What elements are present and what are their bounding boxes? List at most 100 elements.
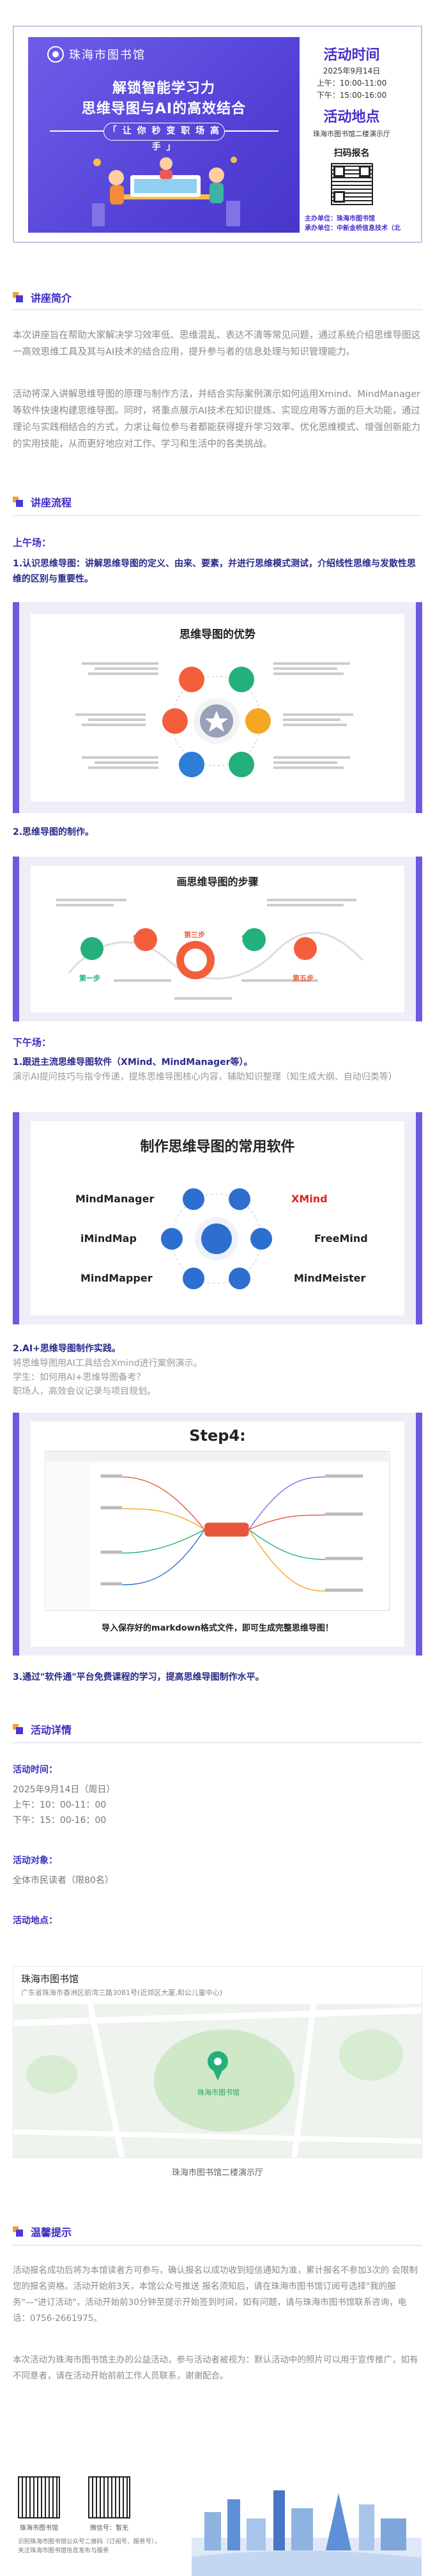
slogan-left-line bbox=[50, 130, 103, 132]
activity-morning: 上午：10:00-11:00 bbox=[316, 79, 387, 88]
signup-label: 扫码报名 bbox=[333, 148, 370, 159]
section-header-flow: 讲座流程 bbox=[13, 492, 72, 511]
slogan-right-line bbox=[225, 130, 279, 132]
detail-pm: 下午：15：00-16：00 bbox=[13, 1815, 107, 1826]
intro-paragraph-2: 活动将深入讲解思维导图的原理与制作方法，并结合实际案例演示如何运用Xmind、M… bbox=[13, 389, 420, 449]
map-graphic bbox=[13, 2004, 422, 2157]
step-1-label: 第一步 bbox=[79, 974, 100, 982]
section-divider bbox=[13, 309, 422, 310]
detail-audience-label: 活动对象： bbox=[13, 1856, 57, 1866]
slide-title: 画思维导图的步骤 bbox=[176, 876, 259, 888]
section-bullet-icon bbox=[13, 292, 23, 302]
advantages-diagram bbox=[75, 662, 353, 777]
signup-qr-code[interactable] bbox=[330, 163, 373, 205]
map-view[interactable]: 珠海市图书馆 bbox=[13, 2004, 422, 2157]
map-place-name: 珠海市图书馆 bbox=[21, 1973, 79, 1985]
detail-place-label: 活动地点： bbox=[13, 1916, 57, 1926]
detail-time-label: 活动时间： bbox=[13, 1765, 57, 1775]
pm-item-2-line-3: 职场人，高效会议记录与项目规划。 bbox=[13, 1386, 156, 1397]
section-bullet-icon bbox=[13, 2226, 23, 2237]
footer-qr-1[interactable] bbox=[18, 2476, 60, 2518]
map-pin-label: 珠海市图书馆 bbox=[197, 2088, 240, 2097]
slide-advantages: 思维导图的优势 bbox=[13, 602, 422, 813]
slide4-caption: 导入保存好的markdown格式文件，即可生成完整思维导图！ bbox=[102, 1624, 333, 1633]
map-caption: 珠海市图书馆二楼演示厅 bbox=[171, 2168, 263, 2178]
section-bullet-icon bbox=[13, 1724, 23, 1734]
step-3-label: 第三步 bbox=[184, 931, 205, 939]
location-map-card[interactable]: 珠海市图书馆 广东省珠海市香洲区前湾三路3081号(近郊区大厦,和公儿童中心) … bbox=[13, 1966, 422, 2158]
section-title: 讲座简介 bbox=[31, 292, 72, 304]
organizer: 主办单位：珠海市图书馆 承办单位：中新金桥信息技术（北京）有限公司 bbox=[305, 214, 404, 233]
software-diagram bbox=[161, 1188, 272, 1289]
activity-afternoon: 下午：15:00-16:00 bbox=[316, 91, 387, 100]
am-item-2: 2.思维导图的制作。 bbox=[13, 827, 95, 837]
pm-session-label: 下午场： bbox=[13, 1037, 52, 1048]
section-header-intro: 讲座简介 bbox=[13, 288, 72, 307]
organizer-text: 主办单位：珠海市图书馆 bbox=[305, 215, 375, 222]
software-xmind: XMind bbox=[291, 1193, 328, 1205]
co-organizer-text: 中新金桥信息技术（北京）有限公司 bbox=[337, 225, 401, 232]
banner-slogan: 「 让 你 秒 变 职 场 高 手 」 bbox=[103, 123, 225, 152]
banner-left-panel: 珠海市图书馆 解锁智能学习力 思维导图与AI的高效结合 「 让 你 秒 变 职 … bbox=[28, 37, 300, 233]
section-title: 活动详情 bbox=[31, 1724, 72, 1736]
slide-content: 画思维导图的步骤 第一步 第二步 第三步 第四步 第五步 bbox=[31, 865, 404, 1013]
slide-content: Step4: bbox=[31, 1422, 404, 1647]
mindmap-screenshot bbox=[45, 1451, 390, 1611]
software-mindmeister: MindMeister bbox=[294, 1272, 366, 1284]
banner-illustration bbox=[92, 157, 240, 226]
slide-content: 思维导图的优势 bbox=[31, 614, 404, 802]
banner-poster: 珠海市图书馆 解锁智能学习力 思维导图与AI的高效结合 「 让 你 秒 变 职 … bbox=[28, 37, 404, 233]
software-imindmap: iMindMap bbox=[80, 1232, 137, 1245]
pm-item-1-text: 演示AI提问技巧与指令传递，提炼思维导图核心内容，辅助知识整理（知生成大纲、自动… bbox=[13, 1072, 397, 1082]
section-divider bbox=[13, 2245, 422, 2246]
slide-step4: Step4: bbox=[13, 1413, 422, 1656]
section-divider bbox=[13, 515, 422, 516]
map-address: 广东省珠海市香洲区前湾三路3081号(近郊区大厦,和公儿童中心) bbox=[21, 1989, 223, 1997]
intro-paragraph-1: 本次讲座旨在帮助大家解决学习效率低、思维混乱、表达不清等常见问题，通过系统介绍思… bbox=[13, 330, 420, 357]
banner-title-line2: 思维导图与AI的高效结合 bbox=[81, 101, 247, 117]
slide-content: 制作思维导图的常用软件 MindManager XMind iMindMap F… bbox=[31, 1121, 404, 1315]
am-session-label: 上午场： bbox=[13, 537, 52, 548]
step-4-label: 第四步 bbox=[241, 935, 263, 943]
pm-item-2-heading: 2.AI+思维导图制作实践。 bbox=[13, 1344, 121, 1354]
banner-title-line1: 解锁智能学习力 bbox=[112, 81, 215, 97]
slide-steps: 画思维导图的步骤 第一步 第二步 第三步 第四步 第五步 bbox=[13, 857, 422, 1021]
footer-qr-2[interactable] bbox=[88, 2476, 130, 2518]
pm-item-1-heading: 1.跟进主流思维导图软件（XMind、MindManager等）。 bbox=[13, 1057, 253, 1067]
section-header-notice: 温馨提示 bbox=[13, 2222, 72, 2241]
event-banner: 珠海市图书馆 解锁智能学习力 思维导图与AI的高效结合 「 让 你 秒 变 职 … bbox=[13, 26, 422, 243]
activity-place: 珠海市图书馆二楼演示厅 bbox=[313, 130, 390, 138]
footer-small-text: 识别珠海市图书馆公众号二维码（订阅号、服务号），关注珠海市图书馆信息发布与服务 bbox=[18, 2538, 161, 2554]
section-title: 讲座流程 bbox=[31, 497, 72, 509]
detail-audience: 全体市民读者（限80名） bbox=[13, 1875, 114, 1886]
slide-software: 制作思维导图的常用软件 MindManager XMind iMindMap F… bbox=[13, 1112, 422, 1324]
notice-paragraph-2: 本次活动为珠海市图书馆主办的公益活动，参与活动者被视为：默认活动中的照片可以用于… bbox=[13, 2355, 418, 2381]
banner-info-panel: 活动时间 2025年9月14日 上午：10:00-11:00 下午：15:00-… bbox=[300, 37, 404, 233]
slide-title: 制作思维导图的常用软件 bbox=[140, 1139, 295, 1155]
notice-paragraph-1: 活动报名成功后将为本馆读者方可参与，确认报名以成功收到短信通知为准，累计报名不参… bbox=[13, 2265, 418, 2324]
step-5-label: 第五步 bbox=[293, 974, 314, 982]
section-bullet-icon bbox=[13, 497, 23, 507]
activity-date: 2025年9月14日 bbox=[323, 66, 381, 75]
detail-am: 上午：10：00-11：00 bbox=[13, 1800, 107, 1810]
library-logo: 珠海市图书馆 bbox=[47, 46, 146, 63]
step-2-label: 第二步 bbox=[133, 935, 154, 943]
pm-item-2-line-2: 学生：如何用AI+思维导图备考？ bbox=[13, 1372, 146, 1383]
library-logo-icon bbox=[47, 46, 64, 63]
software-freemind: FreeMind bbox=[314, 1232, 368, 1245]
co-organizer-label: 承办单位： bbox=[305, 225, 337, 232]
section-header-details: 活动详情 bbox=[13, 1719, 72, 1739]
activity-place-heading: 活动地点 bbox=[323, 109, 380, 125]
footer-qr-1-caption: 珠海市图书馆 bbox=[20, 2525, 58, 2532]
slide-title: 思维导图的优势 bbox=[179, 628, 256, 641]
pm-item-3: 3.通过"软件通"平台免费课程的学习，提高思维导图制作水平。 bbox=[13, 1672, 264, 1682]
am-item-1: 1.认识思维导图：讲解思维导图的定义、由来、要素，并进行思维模式测试，介绍线性思… bbox=[13, 559, 416, 584]
section-divider bbox=[13, 1742, 422, 1743]
library-name: 珠海市图书馆 bbox=[69, 49, 146, 62]
detail-date: 2025年9月14日（周日） bbox=[13, 1785, 116, 1795]
city-skyline-illustration bbox=[192, 2490, 422, 2576]
activity-time-heading: 活动时间 bbox=[323, 47, 380, 63]
pm-item-2-line-1: 将思维导图用AI工具结合Xmind进行案例演示。 bbox=[13, 1358, 202, 1369]
section-title: 温馨提示 bbox=[31, 2226, 72, 2238]
